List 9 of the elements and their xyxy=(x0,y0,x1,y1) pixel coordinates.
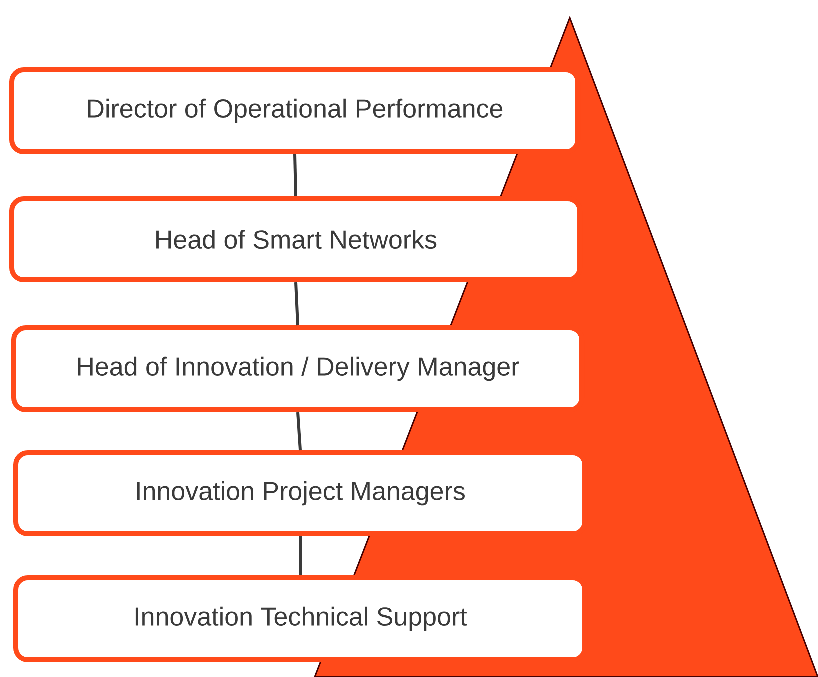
connector-line xyxy=(296,412,302,451)
connector-line xyxy=(294,282,300,326)
connector-line xyxy=(294,154,298,197)
role-box: Innovation Project Managers xyxy=(14,450,588,536)
role-box: Head of Innovation / Delivery Manager xyxy=(12,326,584,412)
role-box: Innovation Technical Support xyxy=(14,576,588,662)
connector-line xyxy=(299,536,302,576)
role-box: Head of Smart Networks xyxy=(10,196,582,282)
role-box: Director of Operational Performance xyxy=(10,68,580,154)
